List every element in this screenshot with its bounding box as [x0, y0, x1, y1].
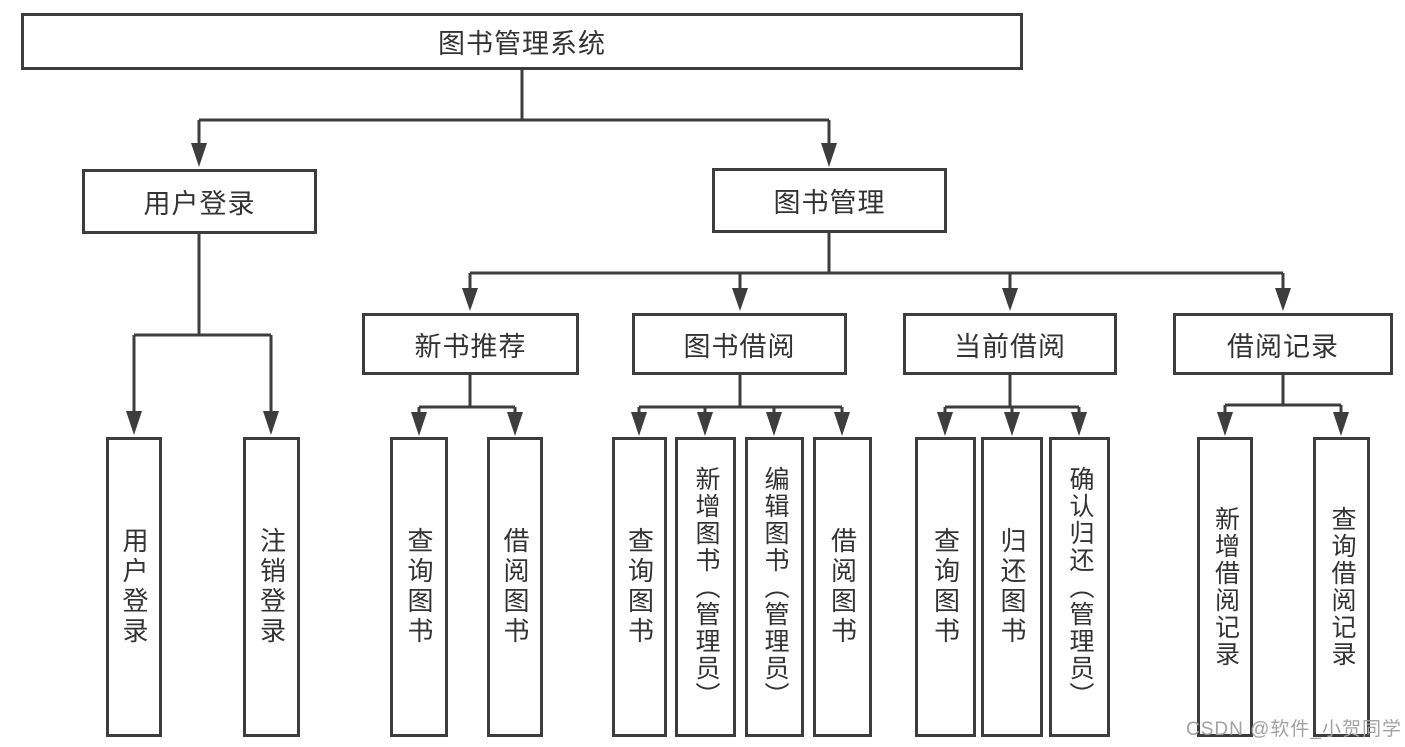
leaf-recommend-borrow-books: 借阅图书 [487, 437, 543, 737]
node-borrow-records: 借阅记录 [1173, 313, 1393, 375]
leaf-query-borrow-record: 查询借阅记录 [1313, 437, 1370, 737]
leaf-add-books-admin: 新增图书（管理员） [675, 437, 736, 737]
node-book-management: 图书管理 [712, 168, 947, 233]
leaf-confirm-return-admin: 确认归还（管理员） [1049, 437, 1110, 737]
node-library-system: 图书管理系统 [21, 13, 1023, 70]
node-user-login: 用户登录 [82, 169, 317, 234]
watermark: CSDN @软件_小贺同学 [1186, 719, 1402, 740]
leaf-logout: 注销登录 [243, 437, 300, 737]
leaf-edit-books-admin: 编辑图书（管理员） [745, 437, 804, 737]
leaf-return-books: 归还图书 [981, 437, 1043, 737]
leaf-user-login: 用户登录 [106, 437, 162, 737]
leaf-current-query-books: 查询图书 [915, 437, 976, 737]
node-book-borrow: 图书借阅 [632, 313, 847, 375]
leaf-recommend-query-books: 查询图书 [390, 437, 448, 737]
leaf-add-borrow-record: 新增借阅记录 [1197, 437, 1253, 737]
leaf-borrow-query-books: 查询图书 [612, 437, 667, 737]
node-current-borrow: 当前借阅 [903, 313, 1117, 375]
leaf-borrow-books: 借阅图书 [813, 437, 872, 737]
node-new-book-recommend: 新书推荐 [362, 313, 579, 375]
